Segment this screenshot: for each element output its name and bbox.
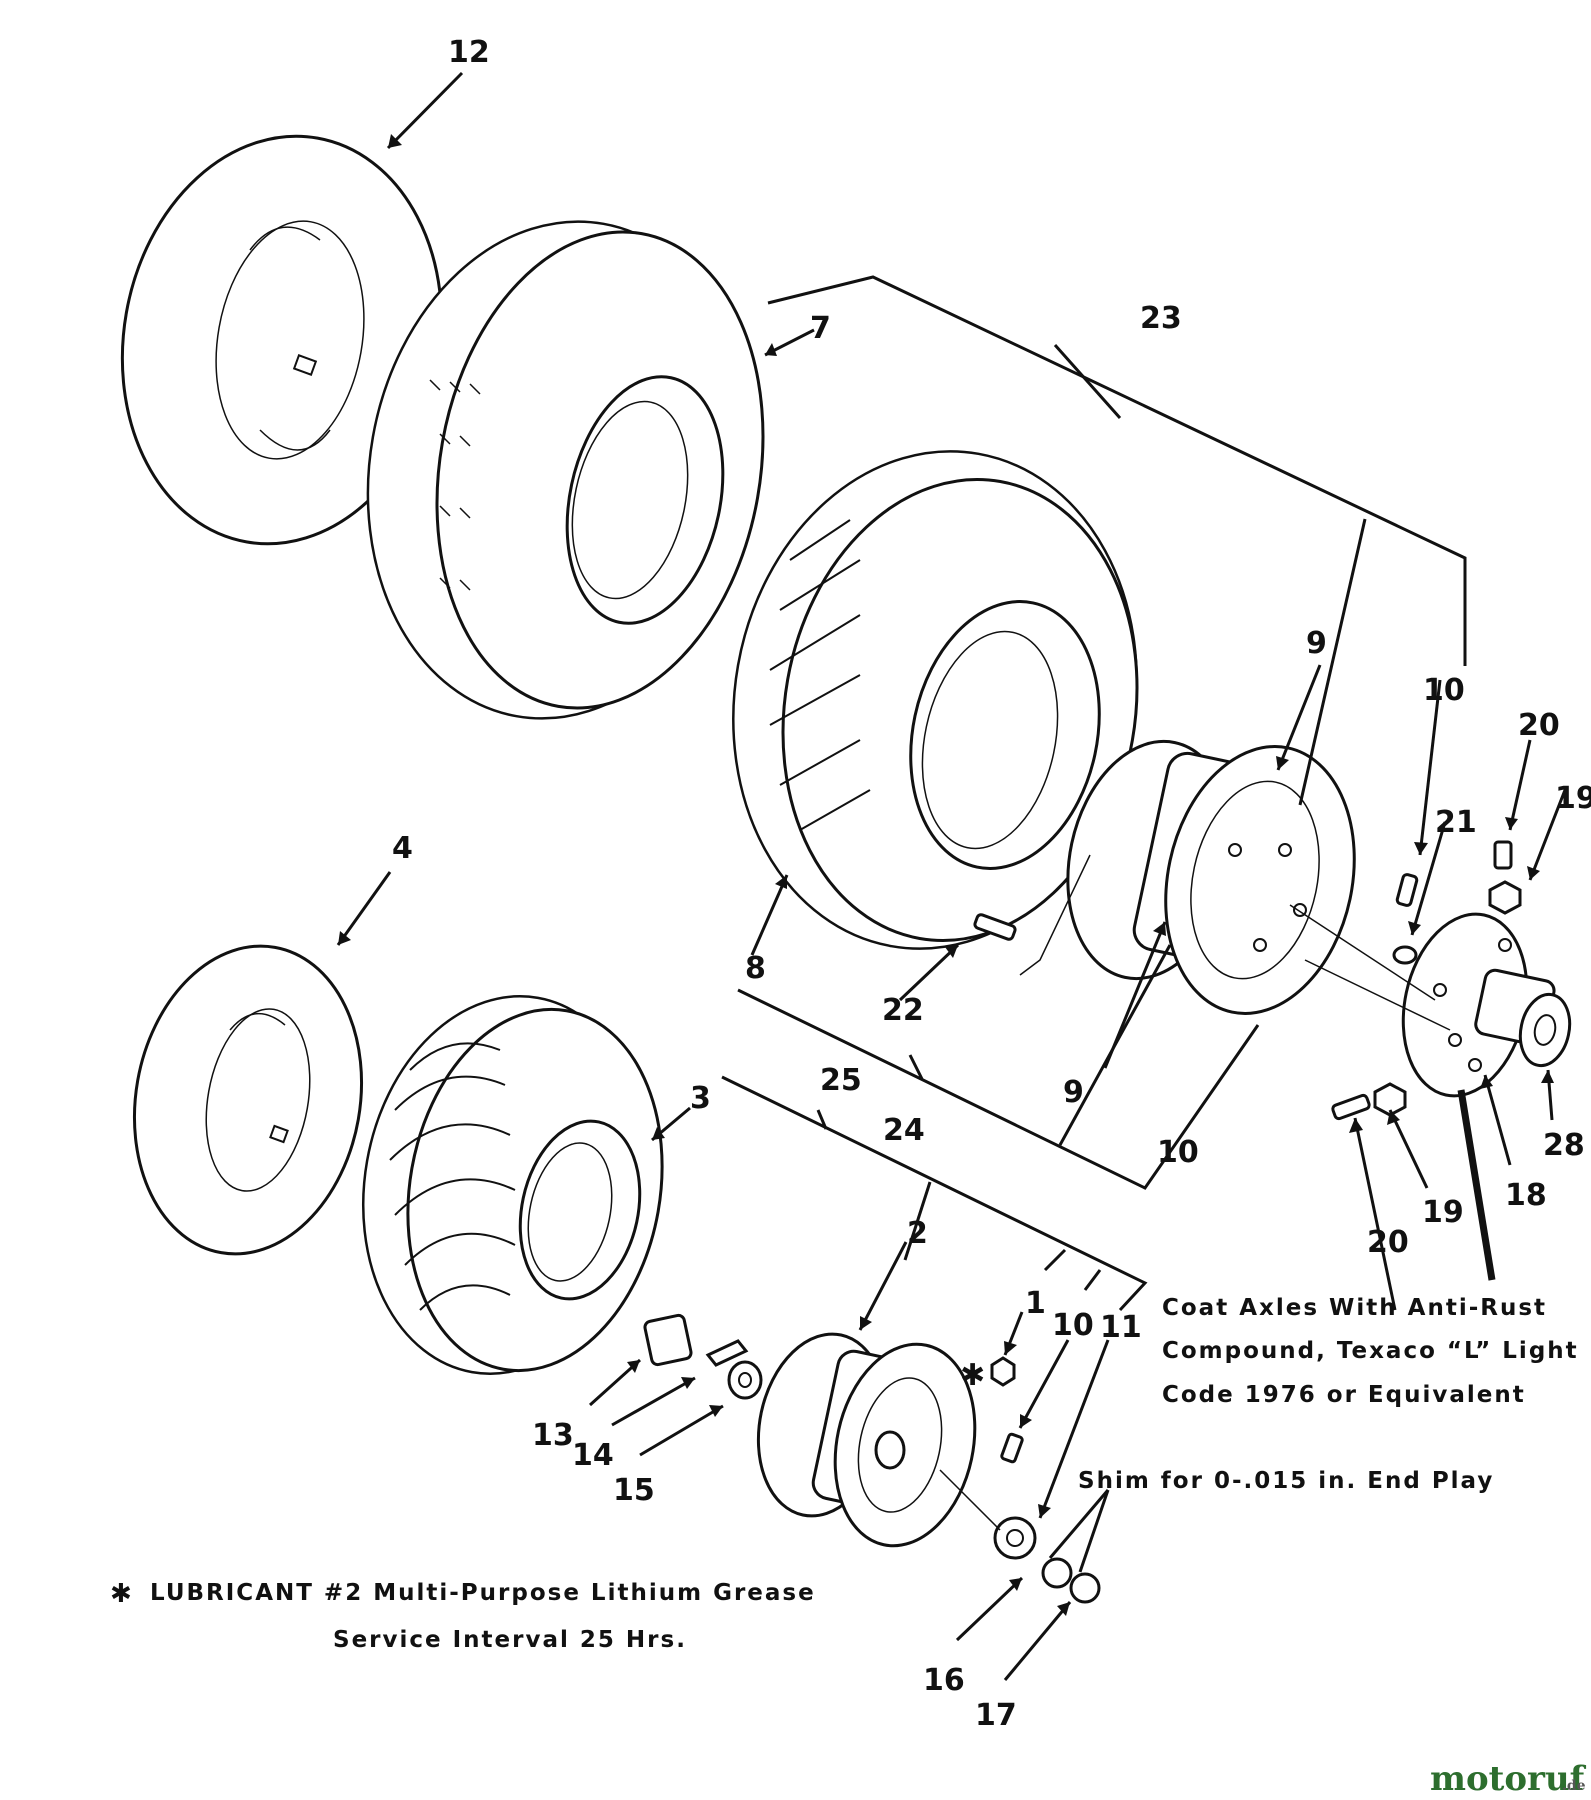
- lubricant-note-line-1: LUBRICANT #2 Multi-Purpose Lithium Greas…: [150, 1580, 816, 1606]
- callout-2: 2: [907, 1216, 928, 1251]
- callout-17: 17: [975, 1698, 1017, 1733]
- nut-19-upper: [1488, 880, 1522, 915]
- callout-28: 28: [1543, 1128, 1585, 1163]
- lubricant-asterisk-icon: ✱: [110, 1579, 134, 1609]
- inner-tube-4-drawing: [132, 944, 364, 1256]
- callout-8: 8: [745, 951, 766, 986]
- callout-23: 23: [1140, 301, 1182, 336]
- callout-13: 13: [532, 1418, 574, 1453]
- callout-21: 21: [1435, 805, 1477, 840]
- lubrication-point-asterisk-icon: ✱: [960, 1358, 987, 1393]
- turf-tire-7-drawing: [366, 220, 765, 720]
- coat-axles-note-line-2: Compound, Texaco “L” Light: [1162, 1338, 1579, 1364]
- callout-arrows: [336, 71, 1567, 1681]
- shim-note: Shim for 0-.015 in. End Play: [1078, 1468, 1494, 1494]
- callout-24: 24: [883, 1113, 925, 1148]
- nut-19-lower: [1373, 1082, 1407, 1117]
- washer-17: [1069, 1572, 1101, 1604]
- pin-10-upper: [1395, 873, 1419, 907]
- bolt-20-lower: [1331, 1093, 1371, 1121]
- grease-fitting-1: [990, 1356, 1016, 1387]
- callout-25: 25: [820, 1063, 862, 1098]
- lower-fasteners: [643, 1313, 1101, 1604]
- bolt-20-upper: [1493, 840, 1513, 870]
- callout-15: 15: [613, 1473, 655, 1508]
- callout-10-middle: 10: [1157, 1135, 1199, 1170]
- pin-10-lower: [1000, 1432, 1024, 1464]
- callout-19-lower: 19: [1422, 1195, 1464, 1230]
- callout-10-upper: 10: [1423, 673, 1465, 708]
- watermark-brand: motoruf: [1430, 1759, 1587, 1799]
- callout-14: 14: [572, 1438, 614, 1473]
- callout-3: 3: [690, 1081, 711, 1116]
- callout-9-lower: 9: [1063, 1075, 1084, 1110]
- callout-10-lower: 10: [1052, 1308, 1094, 1343]
- bushing-13: [643, 1313, 693, 1367]
- watermark-suffix: .de: [1562, 1778, 1586, 1794]
- valve-22: [973, 913, 1017, 941]
- leader-lines: [721, 275, 1496, 1573]
- washer-15: [727, 1360, 763, 1400]
- watermark-logo: motoruf .de: [1430, 1759, 1587, 1799]
- lug-tire-8-drawing: [732, 450, 1139, 950]
- coat-axles-note-line-3: Code 1976 or Equivalent: [1162, 1382, 1526, 1408]
- cotter-pin-14: [705, 1339, 749, 1367]
- rib-tire-3-drawing: [361, 995, 664, 1375]
- callout-19-upper: 19: [1555, 781, 1591, 816]
- upper-fasteners: [973, 840, 1522, 1121]
- rim-2-lower-drawing: [756, 1332, 977, 1548]
- callout-20-lower: 20: [1367, 1225, 1409, 1260]
- lubricant-note-line-2: Service Interval 25 Hrs.: [333, 1627, 687, 1653]
- callout-20-upper: 20: [1518, 708, 1560, 743]
- callout-11: 11: [1100, 1310, 1142, 1345]
- callout-numbers: 12 7 23 9 10 20 19 21 4 8 22 9 24 10 20 …: [392, 35, 1591, 1733]
- callout-4: 4: [392, 831, 413, 866]
- shim-16: [1041, 1557, 1073, 1589]
- callout-18: 18: [1505, 1178, 1547, 1213]
- callout-9-upper: 9: [1306, 626, 1327, 661]
- callout-7: 7: [810, 311, 831, 346]
- notes: Coat Axles With Anti-Rust Compound, Texa…: [110, 1295, 1579, 1653]
- callout-12: 12: [448, 35, 490, 70]
- callout-1: 1: [1025, 1286, 1046, 1321]
- bearing-11: [993, 1516, 1037, 1560]
- callout-22: 22: [882, 993, 924, 1028]
- rim-9-upper-drawing: [1066, 739, 1356, 1015]
- coat-axles-note-line-1: Coat Axles With Anti-Rust: [1162, 1295, 1547, 1321]
- hub-18-drawing: [1401, 912, 1572, 1098]
- key-21: [1392, 945, 1418, 965]
- callout-16: 16: [923, 1663, 965, 1698]
